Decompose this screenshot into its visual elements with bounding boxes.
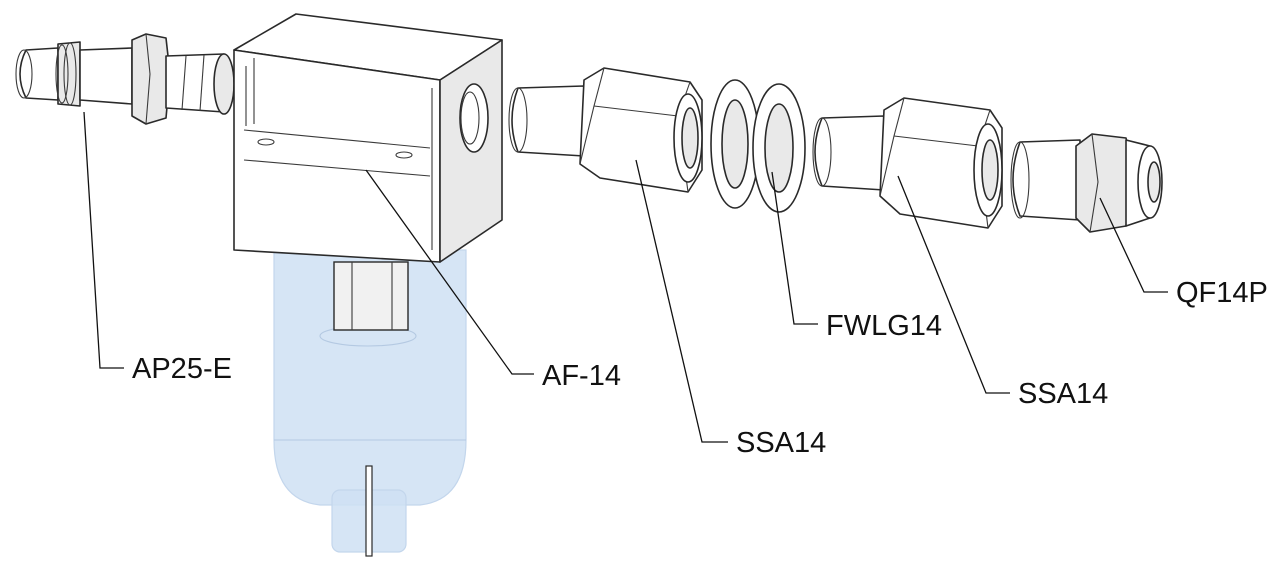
- leader-af14: [365, 169, 534, 375]
- ap25e-plug: [15, 33, 235, 125]
- label-ssa14-left: SSA14: [736, 427, 826, 459]
- af14-filter: [233, 13, 503, 557]
- label-qf14p: QF14P: [1176, 277, 1268, 309]
- fwlg14-washers: [710, 79, 806, 213]
- qf14p-fitting: [1010, 133, 1163, 233]
- ssa14-right-fitting: [812, 97, 1003, 229]
- leader-qf14p: [1099, 197, 1168, 293]
- leader-fwlg14: [771, 171, 818, 325]
- label-ssa14-right: SSA14: [1018, 378, 1108, 410]
- leader-ssa14-left: [635, 159, 728, 443]
- label-af14: AF-14: [542, 360, 621, 392]
- leader-ssa14-right: [897, 175, 1010, 394]
- ssa14-left-fitting: [508, 67, 703, 193]
- leader-ap25e: [83, 111, 124, 369]
- label-ap25e: AP25-E: [132, 353, 232, 385]
- label-fwlg14: FWLG14: [826, 310, 942, 342]
